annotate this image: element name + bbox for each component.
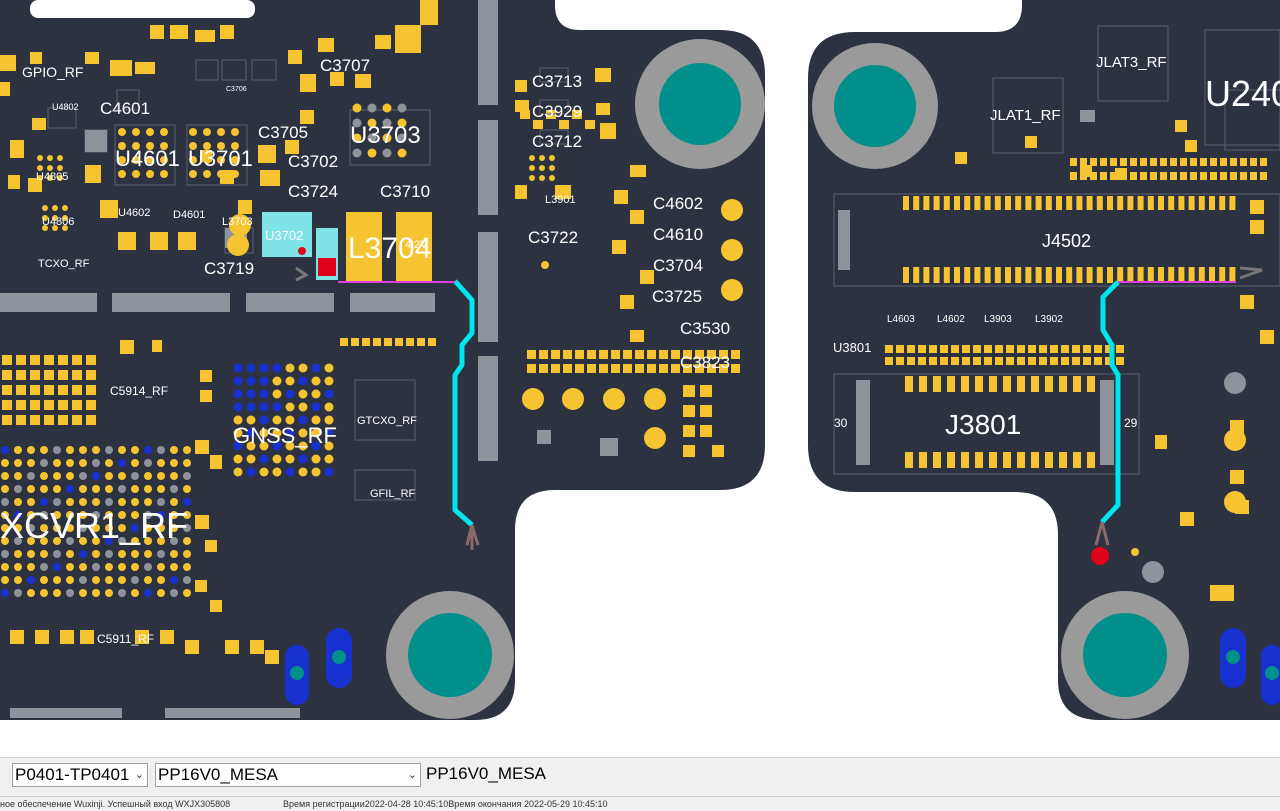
probe-point-right[interactable] [1091, 547, 1109, 565]
label-gnss-rf: GNSS_RF [233, 423, 337, 448]
mount-hole-4 [1061, 591, 1189, 719]
label-l3902: L3902 [1035, 314, 1063, 325]
label-c3530: C3530 [680, 319, 730, 338]
label-u3701: U3701 [188, 146, 253, 171]
chevron-down-icon[interactable]: ⌄ [407, 769, 417, 781]
label-c4602: C4602 [653, 194, 703, 213]
board-notch [30, 0, 255, 18]
label-c5911-rf: C5911_RF [97, 632, 154, 646]
gray-round-pads [1142, 372, 1246, 583]
label-c3823: C3823 [680, 353, 730, 372]
label-jlat1-rf: JLAT1_RF [990, 107, 1061, 124]
label-l4603: L4603 [887, 314, 915, 325]
label-c3724: C3724 [288, 182, 338, 201]
connector-j3801[interactable] [833, 373, 1140, 475]
label-c3707: C3707 [320, 56, 370, 75]
status-right: Время регистрации2022-04-28 10:45:10Врем… [283, 799, 608, 809]
probe-tip-right [1094, 521, 1110, 546]
label-l3903: L3903 [984, 314, 1012, 325]
label-u3703: U3703 [350, 122, 421, 149]
label-c3704: C3704 [653, 256, 703, 275]
label-c3705: C3705 [258, 123, 308, 142]
label-l3703: L3703 [222, 216, 253, 228]
label-jlat3-rf: JLAT3_RF [1096, 54, 1167, 71]
label-c3712: C3712 [532, 132, 582, 151]
mount-hole-2 [812, 43, 938, 169]
label-c3702: C3702 [288, 152, 338, 171]
label-c3722: C3722 [528, 228, 578, 247]
label-pin29: 29 [1124, 416, 1138, 430]
divider-bars [0, 0, 498, 718]
label-u4805: U4805 [36, 171, 68, 183]
label-tcxo-rf: TCXO_RF [38, 258, 90, 270]
status-left: ное обеспечение Wuxinji. Успешный вход W… [0, 799, 231, 809]
net-name-label: PP16V0_MESA [426, 764, 547, 783]
connector-j4502[interactable] [833, 193, 1280, 287]
label-j3801: J3801 [945, 409, 1021, 440]
label-u3702: U3702 [265, 228, 303, 243]
board-left [0, 0, 765, 720]
trace-left[interactable] [452, 279, 475, 527]
label-c3719: C3719 [204, 259, 254, 278]
label-d4601: D4601 [173, 209, 205, 221]
inductor-l3704-pad-a [346, 212, 382, 282]
component-pads-left [0, 0, 1274, 664]
round-test-pads [227, 199, 1246, 556]
net-select-value: PP16V0_MESA [158, 765, 279, 784]
label-gfil-rf: GFIL_RF [370, 488, 416, 500]
label-u4602: U4602 [118, 207, 150, 219]
label-c4610: C4610 [653, 225, 703, 244]
label-u240: U240 [1205, 73, 1280, 114]
label-u4802: U4802 [52, 102, 79, 112]
label-j4502: J4502 [1042, 231, 1091, 251]
label-l3901: L3901 [545, 194, 576, 206]
trace-right[interactable] [1100, 280, 1121, 524]
label-c3929: C3929 [532, 102, 582, 121]
net-select[interactable]: PP16V0_MESA ⌄ [155, 763, 421, 787]
mount-hole-3 [386, 591, 514, 719]
bga-arrays [1, 103, 555, 597]
part-select-value: P0401-TP0401 [15, 765, 130, 784]
label-gpio-rf: GPIO_RF [22, 64, 83, 80]
chevron-down-icon[interactable]: ⌄ [134, 769, 144, 781]
label-c3713: C3713 [532, 72, 582, 91]
label-c3725: C3725 [652, 287, 702, 306]
label-v42: 4.2V [405, 239, 428, 251]
label-c3706: C3706 [226, 86, 247, 93]
label-pin30: 30 [834, 416, 848, 430]
inductor-l3704-pad-b [396, 212, 432, 282]
label-c5914-rf: C5914_RF [110, 384, 168, 398]
label-gtcxo-rf: GTCXO_RF [357, 415, 417, 427]
status-bar: ное обеспечение Wuxinji. Успешный вход W… [0, 796, 1280, 811]
label-c4601: C4601 [100, 99, 150, 118]
toolbar: P0401-TP0401 ⌄ PP16V0_MESA ⌄ PP16V0_MESA [0, 757, 1280, 796]
label-u4806: U4806 [42, 216, 74, 228]
probe-tip-left [465, 524, 480, 550]
label-l4602: L4602 [937, 314, 965, 325]
mount-hole-1 [635, 39, 765, 169]
label-u3801: U3801 [833, 340, 871, 355]
label-l3704: L3704 [348, 232, 431, 265]
label-c3710: C3710 [380, 182, 430, 201]
label-u4601: U4601 [115, 146, 180, 171]
part-select[interactable]: P0401-TP0401 ⌄ [12, 763, 148, 787]
label-xcvr1-rf: XCVR1_RF [0, 505, 188, 546]
oval-pads [285, 628, 1280, 705]
